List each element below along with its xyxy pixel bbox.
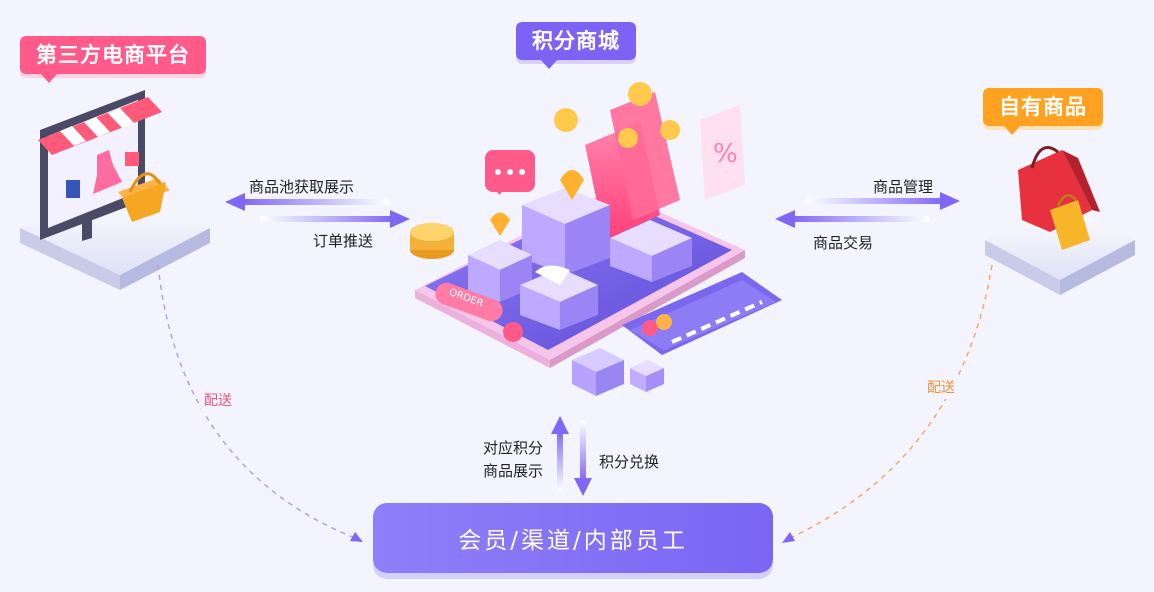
arrow-product-trade (775, 210, 930, 228)
members-channels-staff-box: 会员/渠道/内部员工 (373, 503, 773, 573)
tag-third-party-platform: 第三方电商平台 (20, 36, 206, 83)
label-order-push: 订单推送 (313, 232, 374, 250)
shopping-bag-icon (985, 146, 1135, 295)
arrow-order-push (260, 210, 410, 228)
arrow-points-display (551, 416, 569, 492)
label-delivery-right: 配送 (924, 375, 958, 399)
label-product-mgmt: 商品管理 (873, 178, 934, 196)
credit-card-icon (622, 272, 782, 355)
arrow-product-mgmt (805, 192, 960, 210)
coin-icon (410, 223, 454, 259)
label-points-exchange: 积分兑换 (599, 453, 660, 471)
label-product-trade: 商品交易 (813, 234, 874, 252)
tag-points-mall: 积分商城 (516, 22, 636, 69)
tag-own-products: 自有商品 (983, 88, 1103, 135)
delivery-line-right (785, 264, 993, 541)
basket-icon (118, 172, 170, 222)
label-points-display: 对应积分 商品展示 (483, 437, 543, 483)
arrow-pool-display (225, 193, 390, 211)
delivery-line-left (157, 264, 361, 541)
label-pool-display: 商品池获取展示 (249, 178, 355, 196)
arrow-points-exchange (574, 420, 592, 496)
label-points-display-line1: 对应积分 (483, 439, 544, 457)
chat-bubble-icon (485, 150, 535, 195)
label-delivery-left: 配送 (201, 388, 235, 412)
store-illustration (20, 90, 210, 290)
percent-icon: % (713, 139, 738, 169)
gift-icon (468, 188, 692, 330)
label-points-display-line2: 商品展示 (483, 462, 544, 480)
